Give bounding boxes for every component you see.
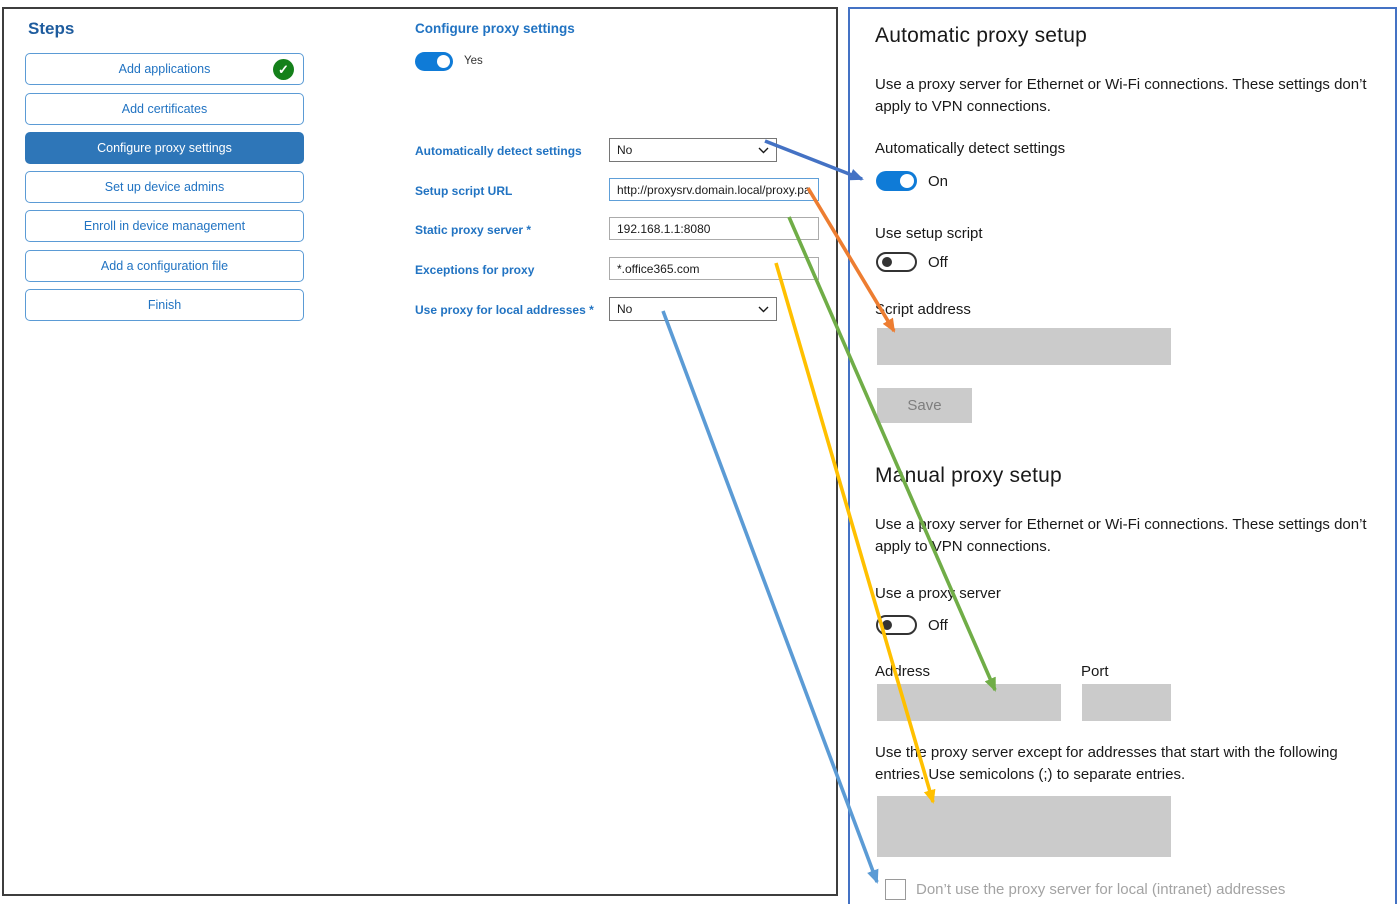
input-value: *.office365.com — [617, 261, 700, 276]
exceptions-for-proxy-input[interactable]: *.office365.com — [609, 257, 819, 280]
step-label: Add certificates — [121, 102, 208, 116]
sidebar-item-add-applications[interactable]: Add applications ✓ — [25, 53, 304, 85]
step-label: Configure proxy settings — [97, 141, 232, 155]
save-button[interactable]: Save — [877, 388, 972, 423]
step-label: Finish — [147, 298, 182, 312]
toggle-knob — [900, 174, 914, 188]
local-intranet-checkbox-label: Don’t use the proxy server for local (in… — [916, 881, 1286, 898]
static-proxy-server-input[interactable]: 192.168.1.1:8080 — [609, 217, 819, 240]
sidebar-item-configure-proxy-settings[interactable]: Configure proxy settings — [25, 132, 304, 164]
toggle-knob — [882, 620, 892, 630]
use-setup-script-toggle[interactable] — [876, 252, 917, 272]
wizard-frame: Steps Add applications ✓ Add certificate… — [2, 7, 838, 896]
page-title: Configure proxy settings — [415, 21, 575, 36]
select-value: No — [617, 143, 633, 157]
step-label: Set up device admins — [104, 180, 225, 194]
port-input[interactable] — [1082, 684, 1171, 721]
use-setup-script-state: Off — [928, 254, 948, 271]
address-label: Address — [875, 663, 931, 680]
automatic-proxy-description: Use a proxy server for Ethernet or Wi-Fi… — [875, 76, 1367, 115]
manual-proxy-heading: Manual proxy setup — [875, 464, 1062, 487]
toggle-knob — [882, 257, 892, 267]
chevron-down-icon — [758, 147, 769, 153]
port-label: Port — [1081, 663, 1109, 680]
proxy-exceptions-description: Use the proxy server except for addresse… — [875, 744, 1338, 783]
auto-detect-label: Automatically detect settings — [415, 144, 582, 158]
sidebar-item-add-a-configuration-file[interactable]: Add a configuration file — [25, 250, 304, 282]
exceptions-for-proxy-label: Exceptions for proxy — [415, 263, 535, 277]
input-value: http://proxysrv.domain.local/proxy.pa — [617, 182, 811, 197]
script-address-label: Script address — [875, 301, 971, 318]
detect-settings-label: Automatically detect settings — [875, 140, 1066, 157]
step-label: Enroll in device management — [83, 219, 246, 233]
use-proxy-server-toggle[interactable] — [876, 615, 917, 635]
setup-script-url-input[interactable]: http://proxysrv.domain.local/proxy.pa — [609, 178, 819, 201]
use-proxy-local-select[interactable]: No — [609, 297, 777, 321]
sidebar-item-finish[interactable]: Finish — [25, 289, 304, 321]
address-input[interactable] — [877, 684, 1061, 721]
chevron-down-icon — [758, 306, 769, 312]
proxy-exceptions-textarea[interactable] — [877, 796, 1171, 857]
configure-proxy-toggle[interactable] — [415, 52, 453, 71]
use-setup-script-label: Use setup script — [875, 225, 983, 242]
step-label: Add applications — [118, 62, 211, 76]
use-proxy-server-state: Off — [928, 617, 948, 634]
auto-detect-select[interactable]: No — [609, 138, 777, 162]
configure-proxy-toggle-label: Yes — [464, 55, 483, 67]
completed-check-icon: ✓ — [273, 59, 294, 80]
detect-settings-toggle[interactable] — [876, 171, 917, 191]
input-value: 192.168.1.1:8080 — [617, 221, 711, 236]
select-value: No — [617, 302, 633, 316]
use-proxy-server-label: Use a proxy server — [875, 585, 1001, 602]
sidebar-item-add-certificates[interactable]: Add certificates — [25, 93, 304, 125]
sidebar-item-set-up-device-admins[interactable]: Set up device admins — [25, 171, 304, 203]
step-label: Add a configuration file — [100, 259, 229, 273]
script-address-input[interactable] — [877, 328, 1171, 365]
static-proxy-server-label: Static proxy server * — [415, 223, 532, 237]
setup-script-url-label: Setup script URL — [415, 184, 513, 198]
manual-proxy-description: Use a proxy server for Ethernet or Wi-Fi… — [875, 516, 1367, 555]
steps-title: Steps — [28, 19, 75, 38]
use-proxy-local-label: Use proxy for local addresses * — [415, 303, 594, 317]
toggle-knob — [437, 55, 450, 68]
detect-settings-state: On — [928, 173, 949, 190]
sidebar-item-enroll-in-device-management[interactable]: Enroll in device management — [25, 210, 304, 242]
local-intranet-checkbox[interactable] — [885, 879, 906, 900]
automatic-proxy-heading: Automatic proxy setup — [875, 24, 1087, 47]
